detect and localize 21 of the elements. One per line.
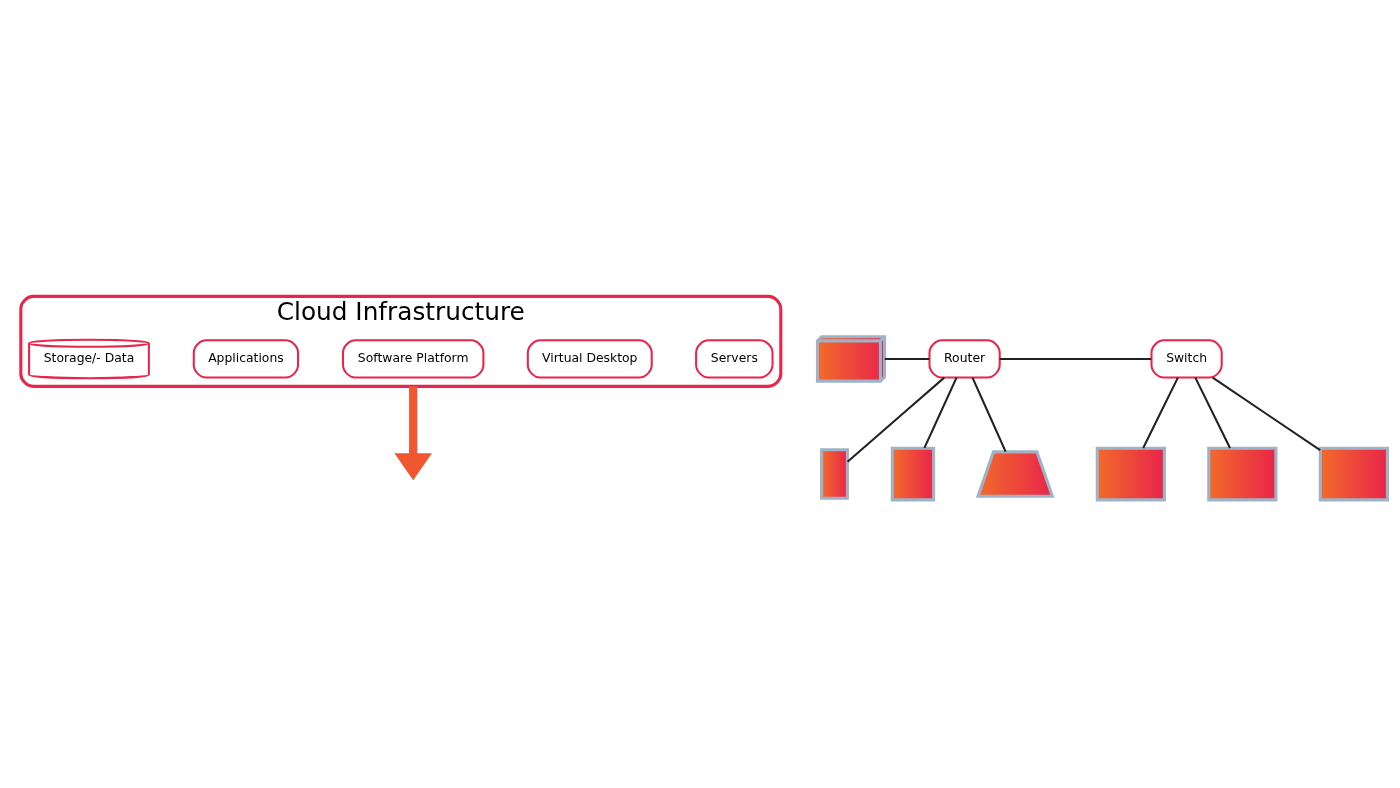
connector [923,377,958,449]
node-monitor [1207,446,1278,502]
arrow [394,386,432,481]
node-box: Applications [192,339,300,379]
node-monitor [1095,446,1166,502]
connector [846,376,945,463]
node-box: Servers [695,339,774,379]
node-box: Router [928,339,1001,379]
connector [971,377,1007,453]
node-box: Virtual Desktop [526,339,653,379]
node-box: Software Platform [341,339,485,379]
connector [999,357,1152,360]
connector [1212,376,1321,452]
node-box: Switch [1150,339,1223,379]
connector [1194,377,1231,449]
node-laptop [975,450,1055,498]
node-monitor [1318,446,1389,502]
connector [1142,377,1179,449]
node-tablet [890,446,936,502]
node-phone [820,448,849,500]
connector [884,357,930,360]
